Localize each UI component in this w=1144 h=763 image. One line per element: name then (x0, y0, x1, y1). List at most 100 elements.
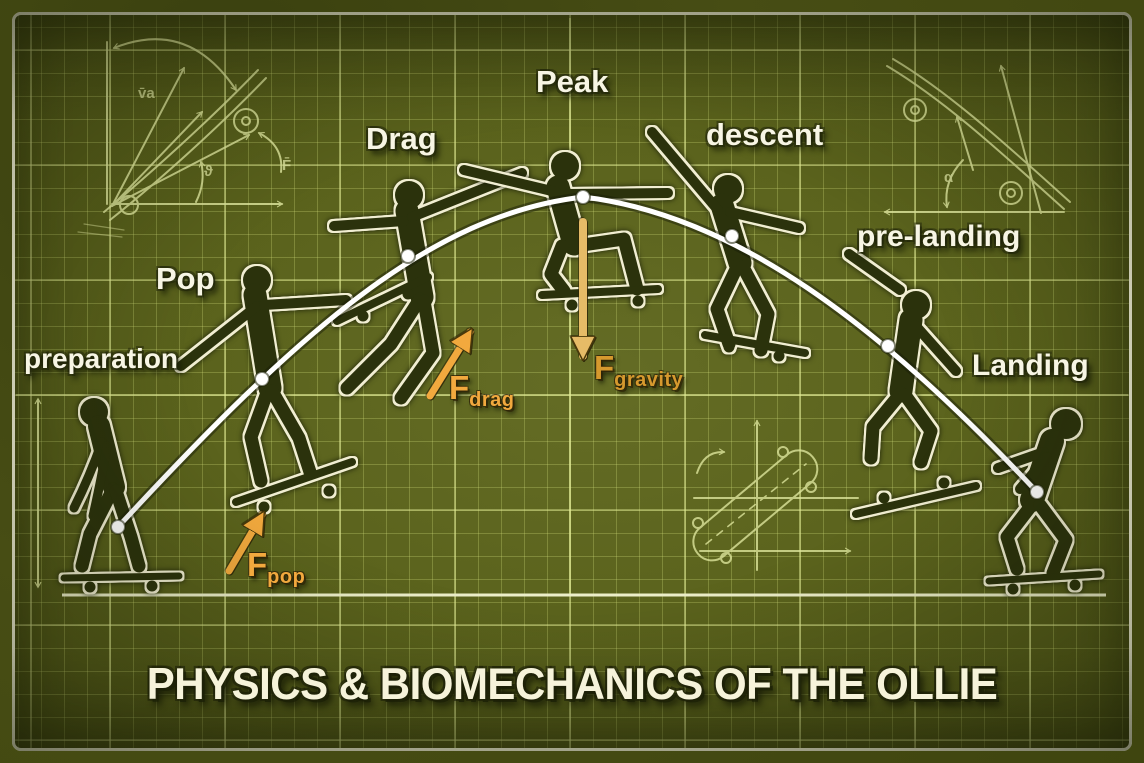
skater-pop (176, 266, 356, 513)
leg (898, 388, 938, 469)
leg (394, 294, 440, 405)
skateboard-wheel (938, 477, 950, 489)
skater-preparation (60, 398, 183, 593)
arm (647, 127, 723, 215)
trajectory-dot-pop (254, 371, 270, 387)
skateboard-wheel (773, 350, 785, 362)
graph-paper-background (12, 12, 1132, 751)
skateboard-deck (232, 458, 356, 506)
sketch-wheel (692, 517, 704, 529)
arm (459, 165, 561, 197)
skateboard-wheel (878, 492, 890, 504)
sketch-takeoff-diagram: v̄a ϑ F̄ (77, 38, 291, 238)
skateboard-wheel (84, 581, 96, 593)
force-symbol: F (449, 369, 470, 406)
force-annotation: F̄ (282, 156, 291, 174)
sketch-deck-centerline (705, 463, 807, 545)
arm (725, 207, 804, 233)
phase-label-peak: Peak (536, 64, 609, 99)
velocity-annotation: v̄a (138, 85, 155, 102)
skateboard-wheel (632, 295, 644, 307)
force-subscript: gravity (614, 369, 684, 391)
skateboard-deck (852, 482, 980, 518)
sketch-ground-hatch (77, 223, 125, 238)
arm (69, 437, 107, 513)
landing-angle-annotation: α (944, 169, 954, 186)
leg (864, 386, 908, 465)
sketch-rotation-arrow (696, 448, 726, 474)
sketch-wheel-hub (241, 116, 251, 126)
sketch-deck-outline (692, 449, 819, 562)
sketch-wheel (233, 108, 259, 134)
leg (244, 383, 275, 488)
phase-label-pop: Pop (156, 261, 215, 296)
arm (176, 301, 262, 371)
trajectory-curve (110, 189, 1045, 535)
force-label-drag: Fdrag (449, 369, 515, 412)
sketch-angle-arc (942, 159, 964, 209)
sketch-board-deck-bottom (109, 77, 267, 221)
phase-label-preparation: preparation (24, 343, 179, 374)
phase-label-descent: descent (706, 117, 824, 152)
skater-peak (459, 152, 673, 311)
arm (259, 295, 351, 310)
skateboard-wheel (357, 310, 369, 322)
skateboard-wheel (1007, 583, 1019, 595)
skateboard-wheel (723, 341, 735, 353)
torso (889, 308, 923, 403)
leg (736, 260, 775, 357)
phase-label-landing: Landing (972, 349, 1089, 382)
force-symbol: F (594, 349, 615, 386)
trajectory-dot-drag (400, 248, 416, 264)
page-title: PHYSICS & BIOMECHANICS OF THE OLLIE (146, 658, 998, 709)
force-subscript: drag (469, 389, 515, 411)
head (551, 152, 579, 180)
force-subscript: pop (267, 566, 306, 588)
leg (109, 484, 146, 573)
leg (75, 482, 120, 573)
sketch-force-arc (257, 132, 283, 173)
force-symbol: F (247, 546, 268, 583)
force-arrows (225, 218, 583, 575)
sketch-board-deck-bottom (886, 65, 1065, 210)
leg (710, 258, 745, 351)
sketch-normal-arrow (998, 64, 1042, 214)
skateboard-deck (538, 285, 662, 299)
sketch-vector-arrow (955, 115, 974, 171)
trajectory-dot-landing (1029, 484, 1045, 500)
force-label-gravity: Fgravity (594, 349, 683, 392)
skateboard-deck (701, 331, 809, 357)
trajectory-dot-preparation (110, 519, 126, 535)
leg (1000, 495, 1041, 576)
skateboard-wheel (1069, 579, 1081, 591)
skateboard-deck (333, 273, 432, 325)
sketch-wheel (720, 552, 732, 564)
skateboard-wheel (402, 288, 414, 300)
sketch-wheel-hub (1006, 188, 1016, 198)
leg (340, 292, 427, 395)
arm (844, 249, 905, 295)
trajectory-dot-pre-landing (880, 338, 896, 354)
skateboard-wheel (323, 485, 335, 497)
phase-label-drag: Drag (366, 121, 437, 156)
arm (329, 216, 409, 231)
force-drag-arrow (426, 332, 474, 400)
arm (88, 441, 112, 521)
sketch-wheel (777, 446, 789, 458)
skateboard-wheel (146, 580, 158, 592)
sketch-angle-arc (195, 160, 206, 203)
arm (910, 320, 961, 376)
sketch-force-arrow (111, 134, 251, 207)
leg (544, 239, 571, 298)
force-pop-arrow (225, 515, 266, 575)
sketch-wheel (805, 481, 817, 493)
sketch-vector-arrow (111, 110, 204, 207)
phase-label-pre-landing: pre-landing (857, 220, 1021, 253)
sketch-rotation-arc (112, 38, 237, 92)
sketch-wheel (903, 98, 927, 122)
leg (1033, 498, 1073, 580)
sketch-velocity-arrow (111, 66, 185, 207)
skateboard-wheel (566, 299, 578, 311)
